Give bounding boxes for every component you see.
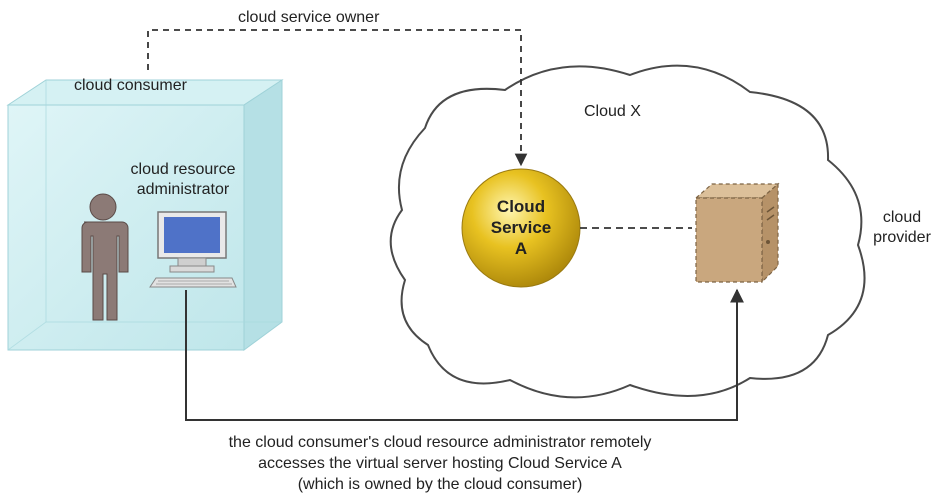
cloud-x-label: Cloud X [584, 103, 641, 120]
cloud-service-owner-label: cloud service owner [238, 9, 380, 26]
provider-line-2: provider [873, 229, 931, 246]
server-icon [694, 182, 780, 284]
caption-line-3: (which is owned by the cloud consumer) [297, 476, 583, 493]
service-line-2: Service [490, 218, 552, 237]
person-icon [81, 193, 129, 321]
service-line-3: A [514, 239, 528, 258]
computer-icon [149, 211, 237, 288]
cloud-service-a-label: Cloud Service A [466, 196, 576, 259]
cloud-resource-administrator-label: cloud resource administrator [108, 160, 258, 200]
cloud-consumer-label: cloud consumer [74, 77, 187, 94]
caption-line-1: the cloud consumer's cloud resource admi… [228, 434, 652, 451]
administrator-line-1: cloud resource [130, 161, 236, 178]
cloud-provider-label: cloud provider [866, 208, 938, 248]
provider-line-1: cloud [882, 209, 922, 226]
service-line-1: Cloud [496, 197, 546, 216]
administrator-line-2: administrator [136, 181, 230, 198]
cloud-consumer-box [6, 79, 284, 351]
caption-line-2: accesses the virtual server hosting Clou… [258, 455, 622, 472]
cloud-x-shape [389, 64, 866, 399]
remote-access-connector [185, 288, 744, 421]
diagram-caption: the cloud consumer's cloud resource admi… [120, 432, 760, 495]
